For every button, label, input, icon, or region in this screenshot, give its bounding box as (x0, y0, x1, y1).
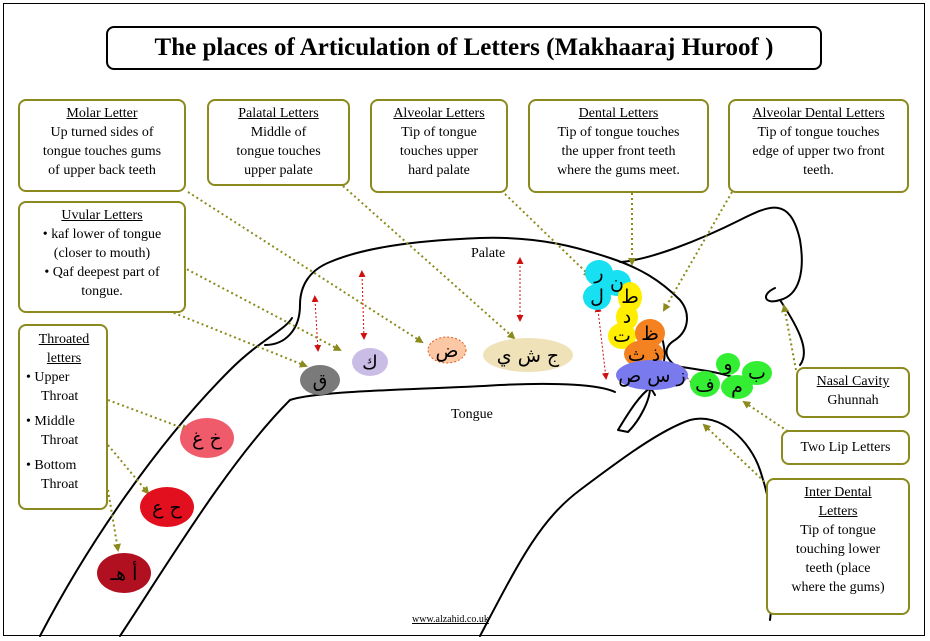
letter-za-heavy: ظ (641, 323, 659, 345)
uvular-line: • Qaf deepest part of (44, 265, 160, 280)
two-lip-letters-box: Two Lip Letters (781, 430, 910, 465)
uvular-heading: Uvular Letters (61, 208, 143, 223)
inter-dental-heading: Inter Dental (804, 485, 872, 500)
inter-dental-heading-2: Letters (818, 504, 858, 519)
letter-qaf: ق (313, 370, 328, 392)
nasal-cavity-box: Nasal Cavity Ghunnah (796, 367, 910, 418)
palatal-line: Middle of (250, 125, 307, 140)
nasal-line: Ghunnah (827, 393, 879, 408)
inter-dental-line: touching lower (795, 542, 881, 557)
letter-ta-heavy: ط (621, 286, 639, 308)
letter-fa: ف (695, 374, 715, 396)
alveolar-letters-box: Alveolar Letters Tip of tongue touches u… (370, 99, 508, 193)
letter-waw: و (722, 353, 732, 375)
uvular-letters-box: Uvular Letters • kaf lower of tongue (cl… (18, 201, 186, 313)
alveolar-heading: Alveolar Letters (393, 106, 485, 121)
dental-letters-box: Dental Letters Tip of tongue touches the… (528, 99, 709, 193)
uvular-line: (closer to mouth) (53, 246, 151, 261)
throat-back-outline (39, 317, 293, 637)
two-lip-heading: Two Lip Letters (800, 440, 891, 455)
page-title: The places of Articulation of Letters (M… (106, 26, 822, 70)
letter-dal: د (623, 306, 631, 328)
palate-label: Palate (471, 246, 506, 261)
lower-teeth (617, 387, 651, 433)
inter-dental-line: Tip of tongue (800, 523, 876, 538)
molar-line: of upper back teeth (48, 163, 156, 178)
alveolar-dental-heading: Alveolar Dental Letters (752, 106, 885, 121)
letter-kaf: ك (362, 352, 378, 374)
inter-dental-line: teeth (place (805, 561, 871, 576)
throat-item-label: Upper (34, 370, 70, 385)
page-frame (3, 3, 925, 636)
dental-heading: Dental Letters (578, 106, 659, 121)
jaw-outline (479, 417, 776, 637)
throat-item-label: Middle (34, 414, 75, 429)
uvular-line: tongue. (81, 284, 123, 299)
alveolar-dental-line: Tip of tongue touches (757, 125, 880, 140)
palatal-heading: Palatal Letters (238, 106, 319, 121)
uvular-line-text: kaf lower of tongue (51, 227, 162, 242)
dental-line: where the gums meet. (557, 163, 680, 178)
letter-ha-ain: ح ع (152, 497, 182, 519)
letter-ta: ت (613, 325, 631, 347)
letter-lam: ل (590, 286, 604, 308)
throated-heading-2: letters (46, 351, 82, 366)
inter-dental-line: where the gums) (791, 580, 885, 595)
alveolar-dental-line: teeth. (803, 163, 834, 178)
molar-letter-box: Molar Letter Up turned sides of tongue t… (18, 99, 186, 192)
uvular-line-text: Qaf deepest part of (52, 265, 160, 280)
alveolar-dental-letters-box: Alveolar Dental Letters Tip of tongue to… (728, 99, 909, 193)
letter-ba: ب (748, 362, 766, 384)
palatal-letters-box: Palatal Letters Middle of tongue touches… (207, 99, 350, 186)
dental-line: Tip of tongue touches (557, 125, 680, 140)
letter-jeem-group: ج ش ي (497, 345, 560, 367)
throat-item-label: Throat (41, 477, 79, 492)
letter-blobs (97, 260, 772, 593)
alveolar-line: hard palate (408, 163, 470, 178)
footer-link[interactable]: www.alzahid.co.uk (412, 614, 489, 625)
inter-dental-letters-box: Inter Dental Letters Tip of tongue touch… (766, 478, 910, 615)
molar-line: tongue touches gums (42, 144, 162, 159)
alveolar-line: touches upper (399, 144, 479, 159)
letter-zay-seen-sad: ز س ص (618, 365, 685, 387)
palatal-line: upper palate (244, 163, 313, 178)
letter-dad: ض (436, 340, 459, 362)
letter-kha-ghain: خ غ (192, 428, 222, 450)
molar-heading: Molar Letter (66, 106, 138, 121)
dental-line: the upper front teeth (561, 144, 676, 159)
throat-item-label: Bottom (34, 458, 77, 473)
palatal-line: tongue touches (236, 144, 321, 159)
palate-outline (264, 236, 688, 367)
letter-meem: م (731, 376, 743, 398)
alveolar-line: Tip of tongue (401, 125, 477, 140)
throat-item-label: Throat (41, 389, 79, 404)
uvular-line: • kaf lower of tongue (42, 227, 162, 242)
throat-item-label: Throat (41, 433, 79, 448)
alveolar-dental-line: edge of upper two front (752, 144, 885, 159)
letter-dhal-tha: ذ ث (628, 344, 660, 366)
nasal-heading: Nasal Cavity (816, 374, 890, 389)
molar-line: Up turned sides of (50, 125, 154, 140)
throated-heading: Throated (38, 332, 90, 347)
tongue-label: Tongue (451, 407, 493, 422)
letter-noon: ن (610, 272, 624, 294)
letter-ra: ر (593, 262, 603, 284)
letter-alif-ha: أ هـ (110, 561, 138, 585)
